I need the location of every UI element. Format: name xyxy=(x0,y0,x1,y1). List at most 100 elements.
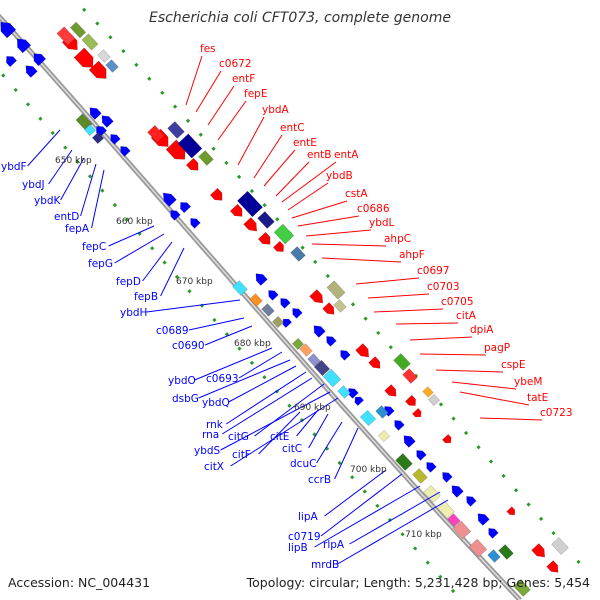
reverse-gene-arrow xyxy=(162,192,177,207)
label-lines xyxy=(27,55,543,565)
gene-label-forward: ybdA xyxy=(262,104,290,116)
label-connector xyxy=(409,336,473,341)
label-connector xyxy=(451,381,517,390)
reverse-gene-arrow xyxy=(282,318,293,329)
label-connector xyxy=(160,247,185,297)
reverse-gene-arrow xyxy=(313,325,326,338)
gene-label-reverse: mrdB xyxy=(311,559,339,571)
label-connector xyxy=(221,377,313,435)
forward-gene-arrow xyxy=(546,560,559,573)
gene-label-forward: ybdL xyxy=(369,217,395,229)
reverse-gene-arrow xyxy=(466,496,477,507)
gene-label-reverse: ybdQ xyxy=(202,397,230,409)
feature-box xyxy=(551,537,569,555)
label-connector xyxy=(91,169,105,229)
gene-label-reverse: lipA xyxy=(298,511,318,523)
label-connector xyxy=(320,473,403,537)
label-connector xyxy=(373,308,444,313)
label-connector xyxy=(254,383,325,437)
forward-gene-arrow xyxy=(185,157,199,171)
label-connector xyxy=(308,413,329,449)
gene-label-forward: c0672 xyxy=(219,58,252,70)
tick-label: 680 kbp xyxy=(234,339,271,349)
gene-label-forward: entE xyxy=(293,137,317,149)
label-connector xyxy=(321,257,402,263)
label-connector xyxy=(314,485,421,548)
feature-box xyxy=(326,280,346,300)
reverse-gene-arrow xyxy=(477,513,490,526)
label-connector xyxy=(263,149,296,187)
label-connector xyxy=(217,100,247,141)
reverse-gene-arrow xyxy=(268,290,279,301)
reverse-gene-arrow xyxy=(340,350,351,361)
feature-box xyxy=(69,21,87,39)
feature-box xyxy=(375,405,389,419)
gene-label-forward: c0723 xyxy=(540,407,573,419)
feature-box xyxy=(322,368,342,388)
label-connector xyxy=(334,427,359,480)
feature-box xyxy=(97,49,111,63)
gene-label-reverse: ybdH xyxy=(120,307,147,319)
forward-gene-arrow xyxy=(384,384,397,397)
label-connector xyxy=(258,411,301,455)
reverse-gene-arrow xyxy=(451,485,464,498)
label-connector xyxy=(324,469,387,517)
feature-box xyxy=(487,549,501,563)
label-connector xyxy=(188,317,245,331)
label-connector xyxy=(305,229,372,237)
feature-layer xyxy=(0,21,569,597)
gene-label-reverse: fepB xyxy=(134,291,158,303)
label-connector xyxy=(316,421,343,464)
gene-label-reverse: ybdK xyxy=(34,195,62,207)
forward-gene-arrow xyxy=(209,187,223,201)
reverse-gene-arrow xyxy=(488,528,499,539)
label-connector xyxy=(146,299,241,313)
gene-label-forward: ahpF xyxy=(399,249,425,261)
label-connector xyxy=(185,55,203,106)
reverse-gene-arrow xyxy=(426,462,437,473)
feature-box xyxy=(167,121,185,139)
label-connector xyxy=(253,134,283,179)
tick-label: 690 kbp xyxy=(294,403,331,413)
label-connector xyxy=(296,409,319,437)
gene-label-reverse: ybdS xyxy=(194,445,221,457)
label-connector xyxy=(228,365,297,403)
gene-label-forward: cspE xyxy=(501,359,526,371)
feature-box xyxy=(261,303,275,317)
feature-box xyxy=(273,223,295,245)
forward-gene-arrow xyxy=(257,231,271,245)
label-connector xyxy=(27,129,61,167)
label-connector xyxy=(281,161,337,203)
forward-gene-arrow xyxy=(309,289,324,304)
forward-gene-arrow xyxy=(272,240,284,252)
feature-box xyxy=(513,579,531,597)
gene-label-reverse: ccrB xyxy=(308,474,331,486)
gene-label-forward: ahpC xyxy=(384,233,411,245)
gene-label-reverse: citG xyxy=(228,431,249,443)
reverse-gene-arrow xyxy=(354,396,365,407)
feature-box xyxy=(232,280,248,296)
label-connector xyxy=(204,325,253,346)
reverse-gene-arrow xyxy=(180,202,192,214)
reverse-gene-arrow xyxy=(101,115,114,128)
label-connector xyxy=(220,391,331,451)
feature-box xyxy=(359,409,377,427)
gene-label-forward: c0697 xyxy=(417,265,450,277)
feature-box xyxy=(422,386,434,398)
gene-label-reverse: c0719 xyxy=(288,531,321,543)
gene-label-reverse: rna xyxy=(202,429,219,441)
gene-label-forward: fepE xyxy=(244,88,267,100)
label-connector xyxy=(207,85,235,126)
gene-label-reverse: c0690 xyxy=(172,340,205,352)
label-connector xyxy=(194,347,273,381)
feature-box xyxy=(412,468,428,484)
label-connector xyxy=(349,491,441,545)
label-connector xyxy=(367,293,430,299)
label-connector xyxy=(287,182,329,211)
reverse-gene-arrow xyxy=(110,134,121,145)
reverse-gene-arrow xyxy=(416,450,427,461)
label-connector xyxy=(108,225,155,247)
label-connector xyxy=(275,161,310,197)
